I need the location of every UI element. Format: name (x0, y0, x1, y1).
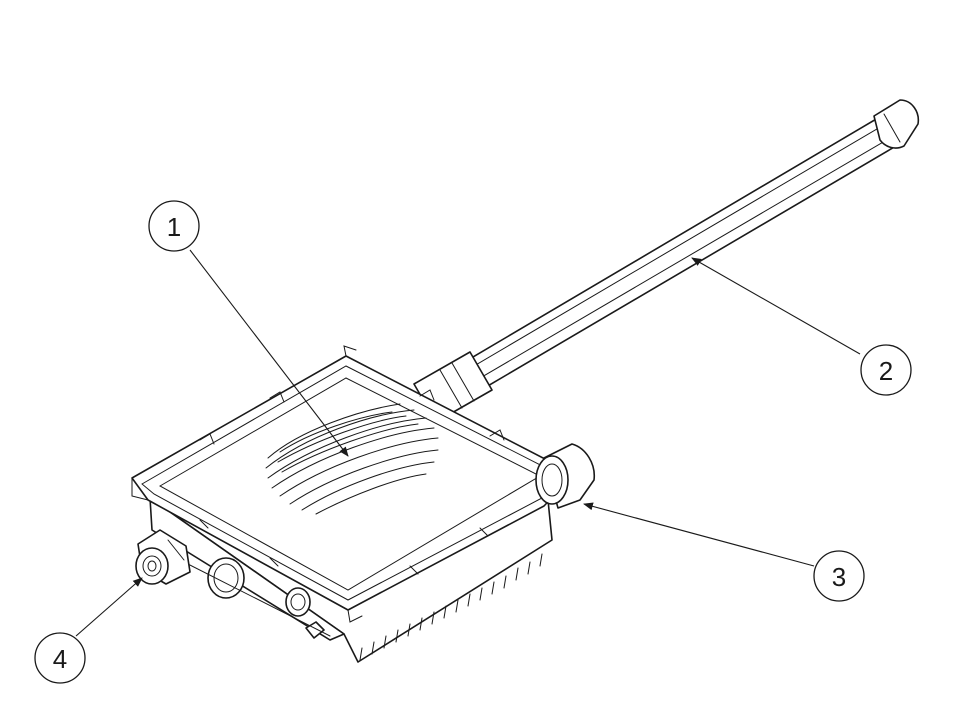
callout-2-label: 2 (879, 356, 893, 386)
side-connector (535, 443, 596, 509)
leader-line-3 (583, 502, 815, 567)
leader-line-4 (75, 577, 143, 637)
leader-line-1 (189, 249, 349, 457)
callout-1: 1 (148, 200, 200, 252)
callout-1-label: 1 (167, 212, 181, 242)
enclosure-lid (131, 345, 581, 623)
leader-line-2 (691, 257, 861, 355)
callout-2: 2 (860, 344, 912, 396)
callout-3-label: 3 (832, 562, 846, 592)
callout-3: 3 (813, 550, 865, 602)
callout-4-label: 4 (53, 644, 67, 674)
antenna (413, 99, 920, 423)
cable-gland (135, 529, 191, 585)
callout-4: 4 (34, 632, 86, 684)
